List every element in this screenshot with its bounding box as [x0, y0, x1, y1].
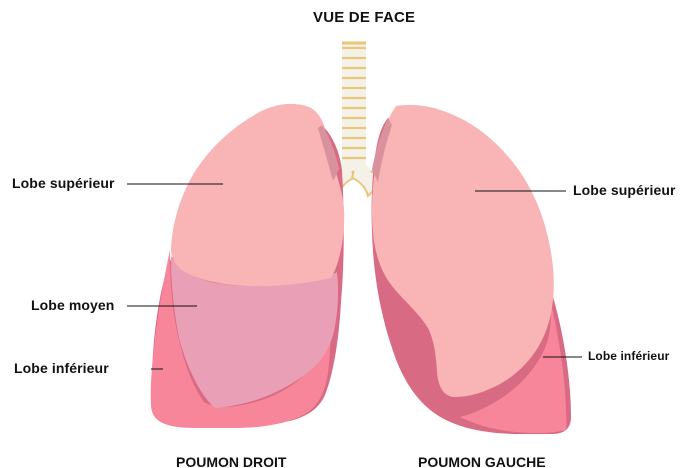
right-upper-lobe [171, 104, 344, 286]
right-middle-lobe-label: Lobe moyen [31, 298, 114, 312]
trachea-tube [342, 43, 366, 168]
right-lung [151, 104, 345, 428]
left-lower-lobe-label: Lobe inférieur [588, 350, 669, 362]
right-lung-title: POUMON DROIT [176, 455, 286, 468]
view-title: VUE DE FACE [313, 10, 415, 25]
right-upper-lobe-label: Lobe supérieur [12, 176, 115, 190]
right-lower-lobe-label: Lobe inférieur [14, 361, 109, 375]
left-upper-lobe-label: Lobe supérieur [573, 183, 676, 197]
left-lung-title: POUMON GAUCHE [418, 455, 546, 468]
left-lung [372, 105, 571, 434]
